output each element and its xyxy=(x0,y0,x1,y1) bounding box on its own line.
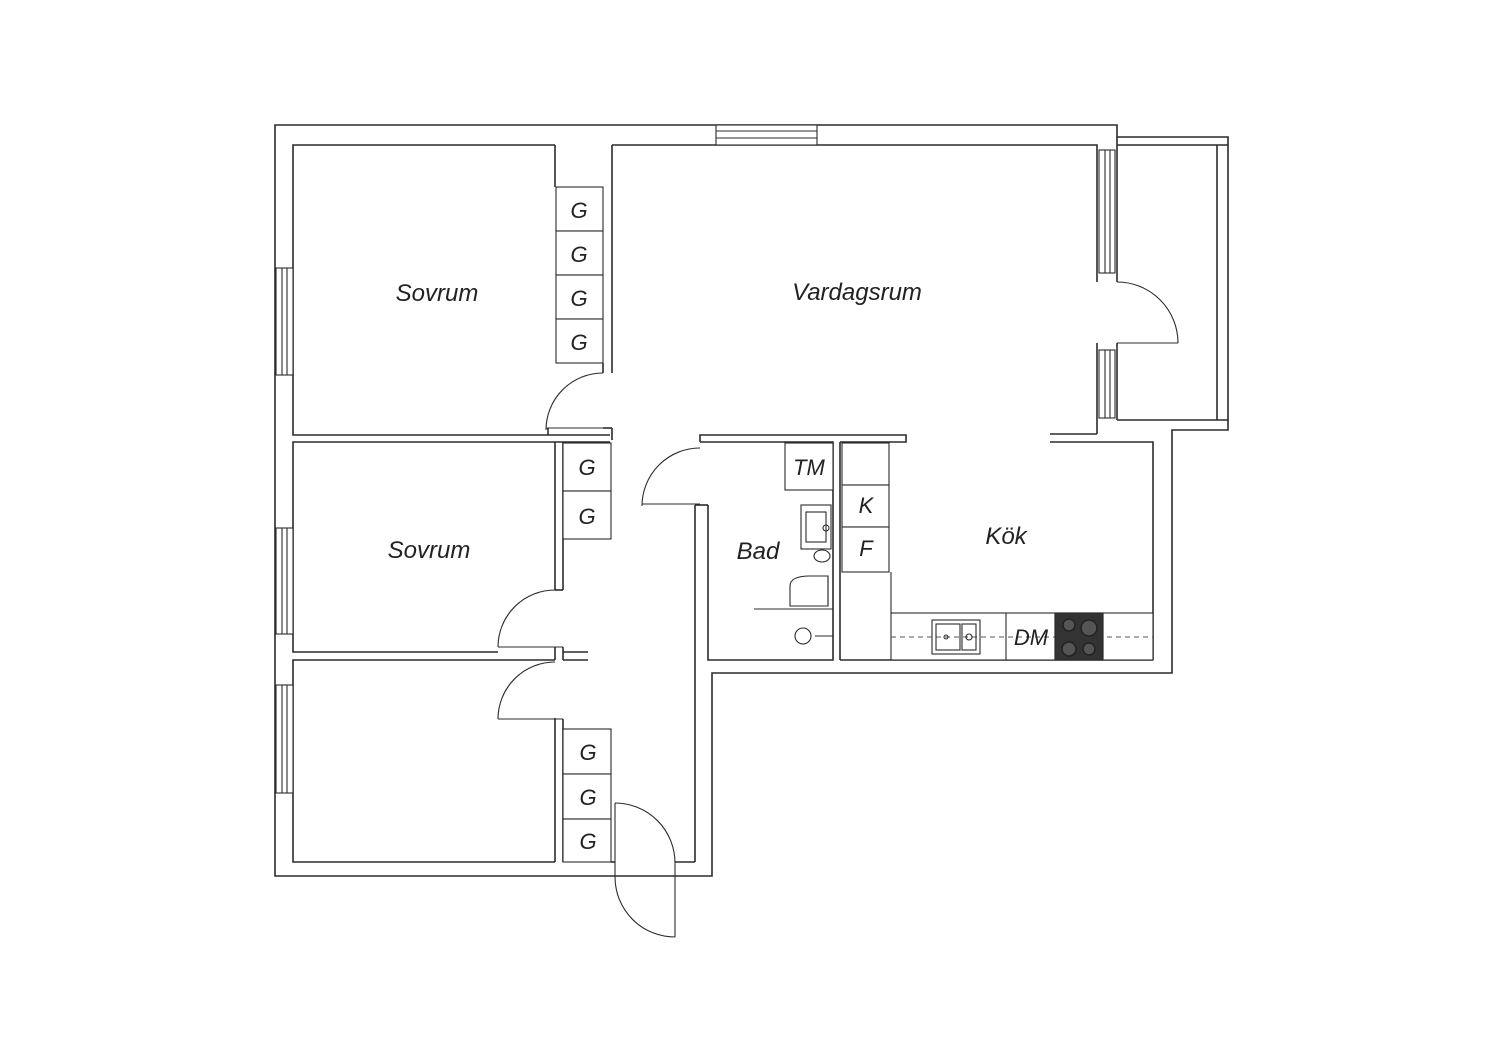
bathroom: TM xyxy=(641,434,907,661)
closet-label: G xyxy=(579,785,596,810)
closet-group-bottom: G G G xyxy=(562,728,612,863)
closet-group-top: G G G G xyxy=(555,186,604,364)
door-swing-balcony xyxy=(1116,281,1179,344)
closet-top-3 xyxy=(555,274,604,320)
closet-bot-2 xyxy=(562,773,612,820)
window-balcony-lower xyxy=(1098,349,1116,419)
kitchen-sink xyxy=(931,619,981,655)
room-label-bad: Bad xyxy=(737,538,780,565)
interior-wall-living-west xyxy=(545,145,613,440)
closet-top-4 xyxy=(555,318,604,364)
closet-mid-1 xyxy=(562,442,612,492)
toilet xyxy=(789,575,829,607)
closet-bot-3 xyxy=(562,818,612,863)
room-label-sovrum-2: Sovrum xyxy=(388,537,471,564)
closet-label: G xyxy=(579,829,596,854)
closet-label: G xyxy=(570,198,587,223)
washing-machine xyxy=(784,442,834,491)
door-swing-bedroom-3 xyxy=(497,661,556,720)
shower-drain xyxy=(794,627,812,645)
living-room xyxy=(612,124,1154,660)
kitchen: K F DM xyxy=(839,442,1154,661)
window-west-2 xyxy=(275,527,294,635)
west-windows xyxy=(275,267,294,794)
window-west-1 xyxy=(275,267,294,376)
closet-group-middle: G G xyxy=(562,442,612,540)
closet-top-1 xyxy=(555,186,604,232)
entrance xyxy=(611,505,696,938)
room-label-kok: Kök xyxy=(985,523,1028,550)
closet-mid-2 xyxy=(562,490,612,540)
closet-label: G xyxy=(570,286,587,311)
kitchen-cabinet-top xyxy=(841,442,890,486)
closet-label: G xyxy=(578,504,595,529)
closet-label: G xyxy=(570,330,587,355)
closet-top-2 xyxy=(555,230,604,276)
closet-bot-1 xyxy=(562,728,612,775)
window-living-top xyxy=(715,124,818,146)
fridge-label: F xyxy=(859,536,874,561)
room-labels: Sovrum Vardagsrum Sovrum Bad Kök xyxy=(388,279,1029,565)
bedroom-3 xyxy=(292,651,588,863)
fridge xyxy=(841,526,890,573)
balcony xyxy=(1098,137,1228,421)
freezer xyxy=(841,484,890,528)
closet-label: G xyxy=(578,455,595,480)
room-label-sovrum-1: Sovrum xyxy=(396,280,479,307)
freezer-label: K xyxy=(859,493,875,518)
door-swing-bedroom-2 xyxy=(497,589,556,648)
window-west-3 xyxy=(275,684,294,794)
dishwasher-label: DM xyxy=(1014,625,1049,650)
door-swing-entrance-out xyxy=(614,876,676,938)
window-balcony-upper xyxy=(1098,149,1116,274)
door-swing-bedroom-1 xyxy=(545,372,604,431)
closet-label: G xyxy=(570,242,587,267)
room-label-vardagsrum: Vardagsrum xyxy=(792,279,922,306)
stove xyxy=(1054,612,1104,661)
washing-machine-label: TM xyxy=(793,455,825,480)
door-swing-bathroom xyxy=(641,447,701,507)
outer-walls xyxy=(274,124,1229,877)
bathroom-sink xyxy=(800,504,832,550)
door-swing-entrance-in xyxy=(614,802,676,864)
closet-label: G xyxy=(579,740,596,765)
